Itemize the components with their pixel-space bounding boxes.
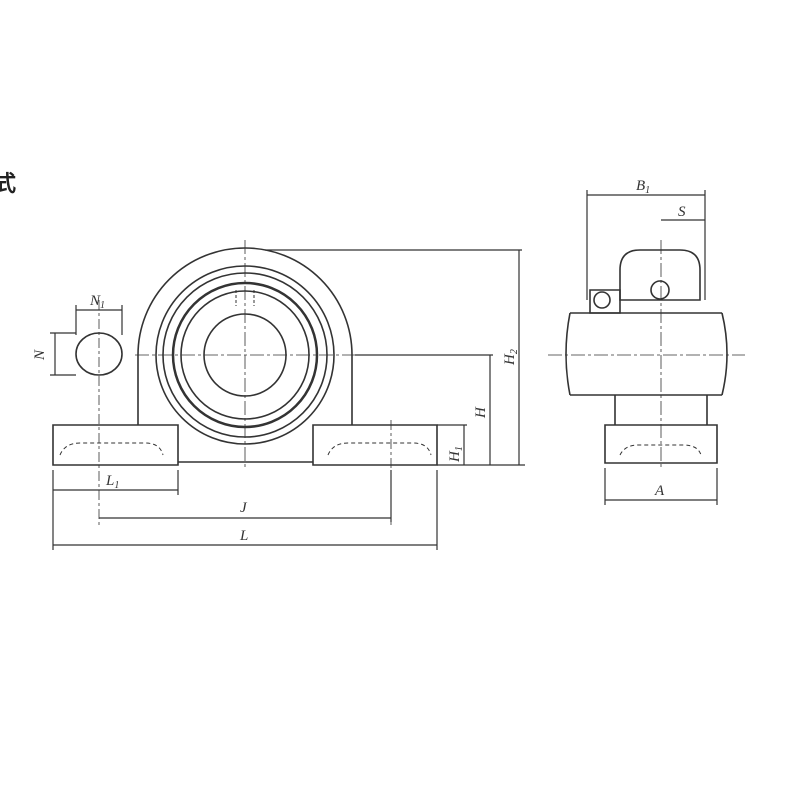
label-j: J <box>240 500 248 516</box>
front-view <box>52 240 445 525</box>
side-dimension-lines <box>586 190 718 505</box>
collar <box>589 289 621 314</box>
dimension-lines <box>50 249 525 550</box>
side-view <box>548 240 745 470</box>
label-h: H <box>473 406 489 419</box>
side-centerlines <box>548 240 745 470</box>
side-housing <box>604 395 718 464</box>
shaft <box>570 312 722 396</box>
set-screw <box>593 291 611 309</box>
foot-hidden-lines <box>59 442 432 456</box>
grease-nipple <box>650 280 670 300</box>
shaft-ends <box>565 312 728 396</box>
label-a: A <box>654 483 665 499</box>
label-b1: B1 <box>636 178 650 196</box>
label-l: L <box>239 528 248 544</box>
label-n1: N1 <box>89 293 105 311</box>
grease-nipple-hidden <box>235 290 255 306</box>
label-h1: H1 <box>447 446 465 463</box>
label-s: S <box>678 204 686 220</box>
side-hidden-lines <box>619 444 702 456</box>
left-foot <box>52 424 179 466</box>
label-n: N <box>32 349 48 361</box>
title-fragment: 式 <box>0 172 17 197</box>
insert <box>619 249 701 301</box>
label-h2: H2 <box>502 349 520 366</box>
dimension-labels: N1 N H2 H H1 L1 J L B1 S A <box>32 178 686 544</box>
label-l1: L1 <box>105 473 119 491</box>
right-foot <box>312 424 438 466</box>
